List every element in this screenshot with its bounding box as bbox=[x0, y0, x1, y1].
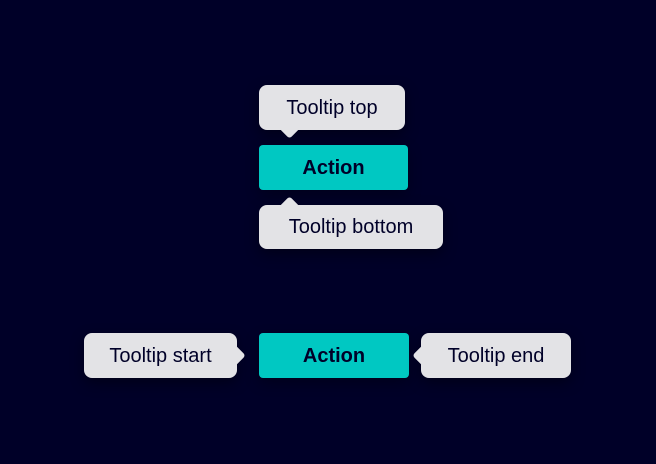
tooltip-bottom-label: Tooltip bottom bbox=[288, 216, 414, 238]
tooltip-start: Tooltip start bbox=[84, 333, 246, 378]
tooltip-caret-right-icon bbox=[227, 346, 246, 365]
tooltip-caret-up-icon bbox=[280, 196, 299, 215]
tooltip-start-label: Tooltip start bbox=[109, 344, 212, 367]
tooltip-end-label: Tooltip end bbox=[447, 344, 545, 367]
action-button-horizontal-label: Action bbox=[302, 344, 366, 367]
tooltip-bottom: Tooltip bottom bbox=[259, 196, 443, 249]
tooltip-end: Tooltip end bbox=[412, 333, 571, 378]
action-button-vertical-label: Action bbox=[302, 156, 365, 179]
tooltip-caret-down-icon bbox=[280, 120, 299, 139]
tooltip-top: Tooltip top bbox=[259, 85, 405, 139]
tooltip-caret-left-icon bbox=[412, 346, 431, 365]
action-button-horizontal[interactable]: Action bbox=[259, 333, 409, 378]
action-button-vertical[interactable]: Action bbox=[259, 145, 408, 190]
tooltip-top-label: Tooltip top bbox=[286, 96, 378, 119]
